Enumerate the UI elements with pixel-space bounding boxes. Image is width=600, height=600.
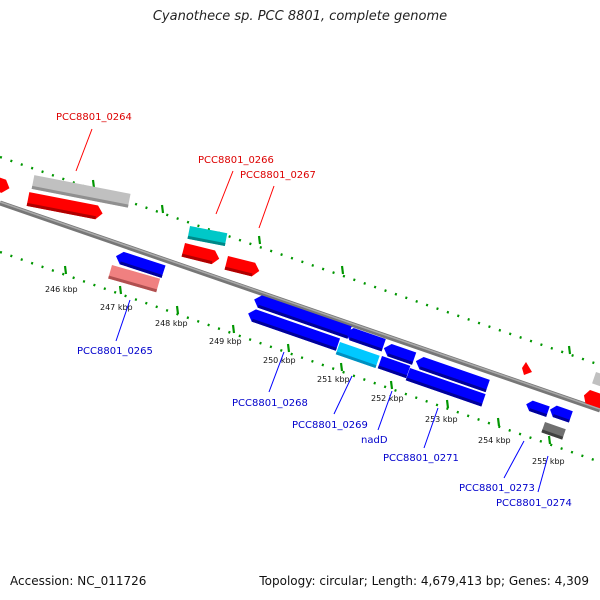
scale-label-248: 248 kbp bbox=[155, 319, 188, 328]
major-tick bbox=[286, 343, 291, 353]
gene-feature-pcc8801-0271b[interactable] bbox=[405, 367, 486, 407]
outer-tick-track bbox=[0, 155, 600, 367]
gene-feature-pcc8801-0264[interactable] bbox=[26, 192, 104, 220]
major-tick bbox=[91, 179, 96, 189]
gene-labels-bottom: PCC8801_0265 PCC8801_0268 PCC8801_0269 n… bbox=[77, 346, 572, 509]
major-tick bbox=[340, 265, 345, 275]
scale-label-252: 252 kbp bbox=[371, 394, 404, 403]
pseudogene-feature-pcc8801-0265[interactable] bbox=[108, 265, 161, 293]
major-tick bbox=[118, 285, 123, 295]
scale-label-250: 250 kbp bbox=[263, 356, 296, 365]
gene-label-pcc8801-0264[interactable]: PCC8801_0264 bbox=[56, 112, 132, 123]
major-tick bbox=[175, 305, 180, 315]
major-tick bbox=[339, 362, 344, 372]
inner-tick-track bbox=[0, 250, 600, 464]
gene-feature-reverse[interactable] bbox=[114, 250, 166, 278]
gene-feature-pcc8801-0271[interactable] bbox=[414, 355, 490, 393]
genome-backbone bbox=[0, 200, 600, 413]
gene-feature-pcc8801-0268[interactable] bbox=[252, 293, 352, 339]
major-tick bbox=[257, 235, 262, 245]
scale-label-251: 251 kbp bbox=[317, 375, 350, 384]
major-tick bbox=[160, 204, 165, 214]
major-tick bbox=[231, 324, 236, 334]
pseudogene-feature[interactable] bbox=[31, 175, 131, 208]
gene-label-pcc8801-0266[interactable]: PCC8801_0266 bbox=[198, 155, 274, 166]
scale-label-254: 254 kbp bbox=[478, 436, 511, 445]
gene-feature-reverse-c[interactable] bbox=[377, 356, 411, 379]
forward-strand-features bbox=[0, 175, 600, 410]
major-tick bbox=[63, 265, 68, 275]
gene-feature[interactable] bbox=[0, 175, 12, 195]
gene-label-pcc8801-0271[interactable]: PCC8801_0271 bbox=[383, 453, 459, 464]
gene-feature-pcc8801-0268b[interactable] bbox=[246, 307, 341, 351]
scale-labels: 246 kbp 247 kbp 248 kbp 249 kbp 250 kbp … bbox=[45, 285, 565, 466]
gene-feature-reverse-b[interactable] bbox=[382, 342, 417, 365]
genome-stats-text: Topology: circular; Length: 4,679,413 bp… bbox=[259, 574, 589, 588]
accession-text: Accession: NC_011726 bbox=[10, 574, 147, 588]
gene-label-pcc8801-0265[interactable]: PCC8801_0265 bbox=[77, 346, 153, 357]
gene-feature-pcc8801-0266b[interactable] bbox=[181, 243, 221, 266]
gene-feature-edge-red[interactable] bbox=[582, 389, 600, 410]
map-title: Cyanothece sp. PCC 8801, complete genome bbox=[152, 9, 448, 24]
gene-label-pcc8801-0268[interactable]: PCC8801_0268 bbox=[232, 398, 308, 409]
gene-label-pcc8801-0269[interactable]: PCC8801_0269 bbox=[292, 420, 368, 431]
gene-label-pcc8801-0273[interactable]: PCC8801_0273 bbox=[459, 483, 535, 494]
major-tick bbox=[445, 399, 450, 409]
gene-feature-nadD[interactable] bbox=[344, 326, 386, 352]
major-tick bbox=[547, 435, 552, 445]
gene-feature-reverse-d[interactable] bbox=[548, 404, 573, 423]
gene-feature-pcc8801-0267[interactable] bbox=[224, 256, 261, 278]
scale-label-246: 246 kbp bbox=[45, 285, 78, 294]
rna-feature-pcc8801-0266[interactable] bbox=[187, 226, 228, 247]
scale-label-249: 249 kbp bbox=[209, 337, 242, 346]
gene-label-pcc8801-0274[interactable]: PCC8801_0274 bbox=[496, 498, 572, 509]
major-tick bbox=[389, 380, 394, 390]
other-feature-pcc8801-0274[interactable] bbox=[541, 422, 566, 440]
scale-label-253: 253 kbp bbox=[425, 415, 458, 424]
gene-label-nadd[interactable]: nadD bbox=[361, 435, 388, 446]
major-ticks bbox=[63, 179, 572, 445]
scale-label-247: 247 kbp bbox=[100, 303, 133, 312]
major-tick bbox=[496, 417, 501, 427]
reverse-strand-features bbox=[108, 250, 573, 440]
label-leaders bbox=[75, 128, 549, 493]
major-tick bbox=[567, 345, 572, 355]
gene-feature-small-red[interactable] bbox=[522, 362, 532, 375]
gene-label-pcc8801-0267[interactable]: PCC8801_0267 bbox=[240, 170, 316, 181]
rna-feature-pcc8801-0269[interactable] bbox=[335, 341, 380, 369]
gene-labels-top: PCC8801_0264 PCC8801_0266 PCC8801_0267 bbox=[56, 112, 316, 181]
pseudogene-feature-edge[interactable] bbox=[592, 372, 600, 387]
gene-feature-pcc8801-0273[interactable] bbox=[524, 399, 550, 417]
scale-label-255: 255 kbp bbox=[532, 457, 565, 466]
